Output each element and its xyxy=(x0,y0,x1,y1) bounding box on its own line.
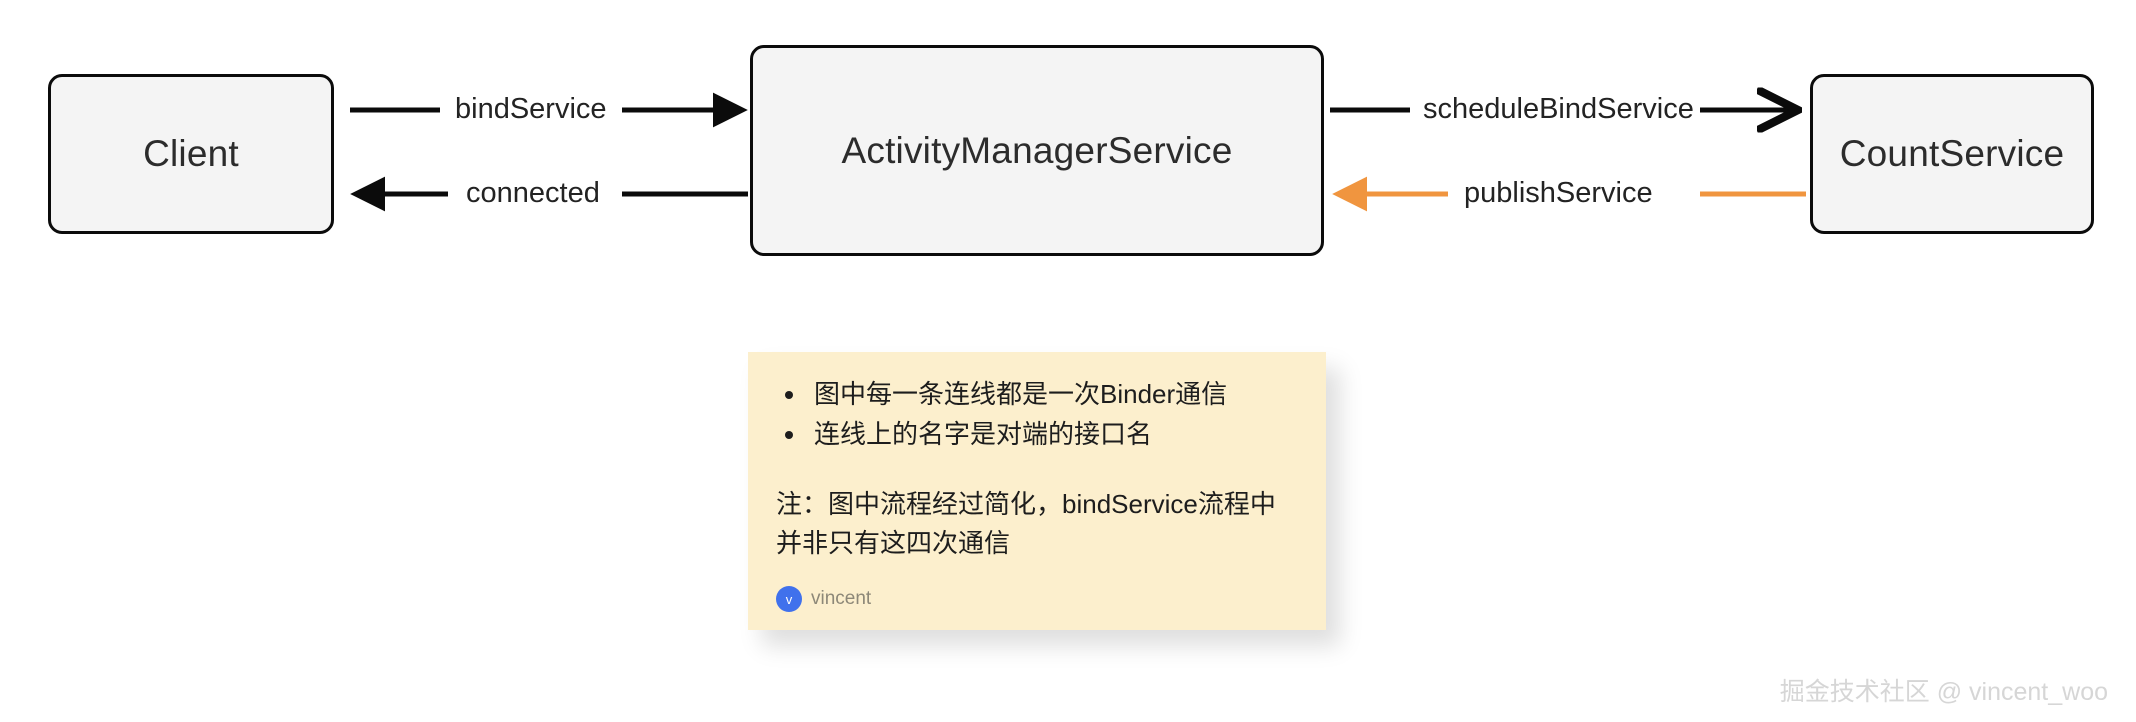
edge-label-publishservice: publishService xyxy=(1464,177,1653,209)
edge-label-bindservice: bindService xyxy=(455,93,607,125)
edge-label-connected: connected xyxy=(466,177,600,209)
watermark: 掘金技术社区 @ vincent_woo xyxy=(1779,678,2108,706)
note-bullet-item: 连线上的名字是对端的接口名 xyxy=(808,414,1298,454)
node-client[interactable]: Client xyxy=(48,74,334,234)
avatar: v xyxy=(776,586,802,612)
note-bullet-item: 图中每一条连线都是一次Binder通信 xyxy=(808,374,1298,414)
note-bullet-list: 图中每一条连线都是一次Binder通信 连线上的名字是对端的接口名 xyxy=(776,374,1298,455)
node-countservice[interactable]: CountService xyxy=(1810,74,2094,234)
note-paragraph: 注：图中流程经过简化，bindService流程中并非只有这四次通信 xyxy=(776,488,1276,559)
note-author: v vincent xyxy=(776,586,871,612)
edge-label-schedulebindservice: scheduleBindService xyxy=(1423,93,1694,125)
note-card: 图中每一条连线都是一次Binder通信 连线上的名字是对端的接口名 注：图中流程… xyxy=(748,352,1326,630)
node-activitymanagerservice[interactable]: ActivityManagerService xyxy=(750,45,1324,256)
note-author-name: vincent xyxy=(811,588,872,609)
